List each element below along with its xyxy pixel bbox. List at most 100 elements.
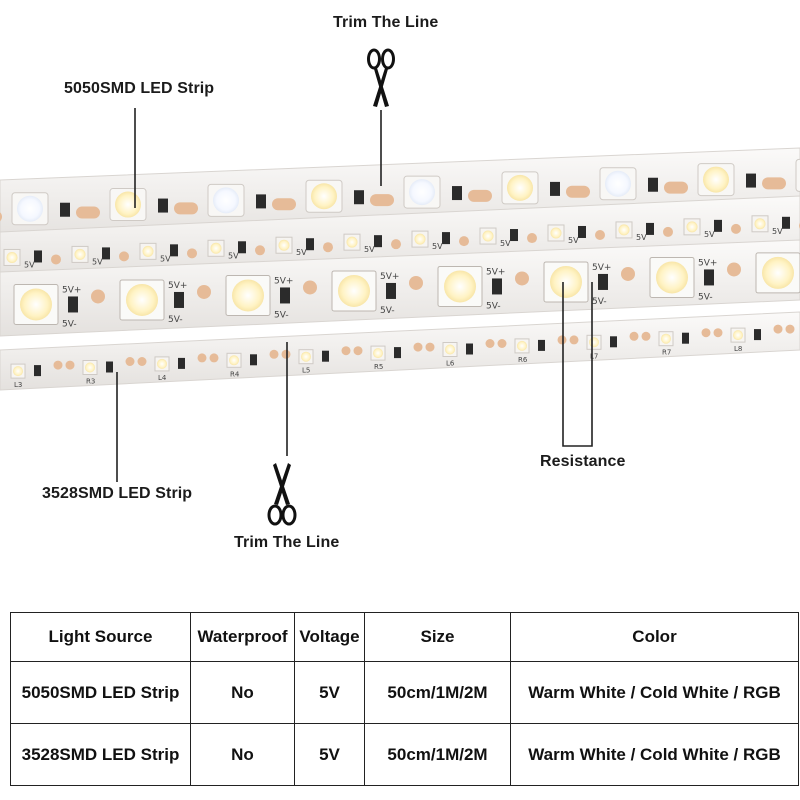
cell-color: Warm White / Cold White / RGB	[510, 723, 799, 786]
resistor	[238, 241, 246, 254]
led-chip	[74, 248, 86, 260]
copper-pad	[641, 331, 651, 341]
copper-pad	[370, 194, 394, 207]
resistor	[682, 332, 689, 344]
voltage-plus-marking: 5V+	[698, 258, 717, 268]
copper-pad	[485, 339, 495, 348]
scissors-icon	[367, 48, 395, 107]
led-chip	[373, 348, 383, 359]
copper-pad	[197, 284, 211, 299]
resistor	[746, 173, 756, 188]
cell-voltage: 5V	[294, 661, 365, 724]
led-chip	[210, 242, 222, 254]
copper-pad	[785, 324, 795, 334]
table-header-row: Light Source Waterproof Voltage Size Col…	[10, 612, 799, 662]
led-chip	[686, 221, 698, 233]
resistor	[178, 357, 185, 369]
led-chip	[346, 236, 358, 248]
scissors-icon	[267, 463, 297, 526]
copper-pad	[76, 206, 100, 219]
resistor	[394, 347, 401, 359]
copper-pad	[65, 360, 75, 370]
resistor	[386, 282, 396, 299]
header-size: Size	[364, 612, 511, 662]
copper-pad	[409, 275, 423, 290]
resistor	[466, 343, 473, 355]
strip-5050-top	[0, 147, 800, 243]
resistor	[256, 194, 266, 209]
voltage-marking: 5V	[432, 242, 443, 251]
spec-table: Light Source Waterproof Voltage Size Col…	[10, 612, 799, 786]
led-housing	[795, 158, 800, 192]
copper-pad	[664, 181, 688, 194]
led-chip	[213, 187, 239, 214]
copper-pad	[187, 248, 197, 259]
led-chip	[85, 362, 95, 373]
copper-pad	[353, 346, 363, 356]
copper-pad	[569, 335, 579, 345]
copper-pad	[621, 266, 635, 281]
copper-pad	[629, 331, 639, 341]
resistor	[170, 244, 178, 257]
voltage-marking: 5V	[568, 236, 579, 245]
led-chip	[6, 251, 18, 263]
table-row: 3528SMD LED Strip No 5V 50cm/1M/2M Warm …	[10, 723, 799, 786]
led-chip	[507, 174, 533, 201]
voltage-plus-marking: 5V+	[62, 285, 81, 295]
copper-pad	[773, 324, 783, 334]
copper-pad	[272, 198, 296, 211]
resistor	[34, 250, 42, 263]
resistor	[452, 186, 462, 201]
table-row: 5050SMD LED Strip No 5V 50cm/1M/2M Warm …	[10, 661, 799, 724]
resistor	[754, 329, 761, 341]
cell-waterproof: No	[190, 723, 295, 786]
led-chip	[589, 337, 599, 348]
led-chip	[232, 279, 264, 312]
led-chip	[115, 191, 141, 218]
copper-pad	[727, 262, 741, 277]
voltage-minus-marking: 5V-	[168, 315, 183, 325]
led-chip	[126, 283, 158, 316]
header-waterproof: Waterproof	[190, 612, 295, 662]
resistor	[578, 225, 586, 238]
led-chip	[656, 261, 688, 294]
voltage-plus-marking: 5V+	[380, 272, 399, 282]
led-chip	[482, 230, 494, 242]
copper-pad	[174, 202, 198, 215]
resistor	[354, 190, 364, 205]
copper-pad	[281, 349, 291, 359]
cell-waterproof: No	[190, 661, 295, 724]
resistor	[374, 235, 382, 248]
led-chip	[754, 218, 766, 230]
copper-pad	[731, 223, 741, 234]
copper-pad	[303, 280, 317, 295]
copper-pad	[557, 335, 567, 345]
copper-pad	[413, 342, 423, 352]
cell-voltage: 5V	[294, 723, 365, 786]
copper-pad	[497, 339, 507, 348]
cell-size: 50cm/1M/2M	[364, 723, 511, 786]
voltage-plus-marking: 5V+	[486, 267, 505, 277]
voltage-marking: 5V	[296, 248, 307, 257]
copper-pad	[468, 189, 492, 202]
component-id: L5	[302, 367, 310, 375]
voltage-plus-marking: 5V+	[592, 263, 611, 273]
led-chip	[445, 344, 455, 355]
voltage-minus-marking: 5V-	[380, 306, 395, 316]
led-chip	[13, 366, 23, 377]
resistor	[158, 198, 168, 213]
trim-line-label-bottom: Trim The Line	[234, 534, 340, 551]
resistor	[782, 216, 790, 229]
copper-pad	[341, 346, 351, 356]
copper-pad	[125, 357, 135, 366]
led-chip	[618, 224, 630, 236]
copper-pad	[137, 357, 147, 366]
copper-pad	[425, 342, 435, 352]
resistor	[68, 296, 78, 313]
voltage-minus-marking: 5V-	[486, 301, 501, 311]
cell-light-source: 5050SMD LED Strip	[10, 661, 191, 724]
copper-pad	[527, 233, 537, 244]
voltage-marking: 5V	[704, 230, 715, 239]
copper-pad	[209, 353, 219, 363]
